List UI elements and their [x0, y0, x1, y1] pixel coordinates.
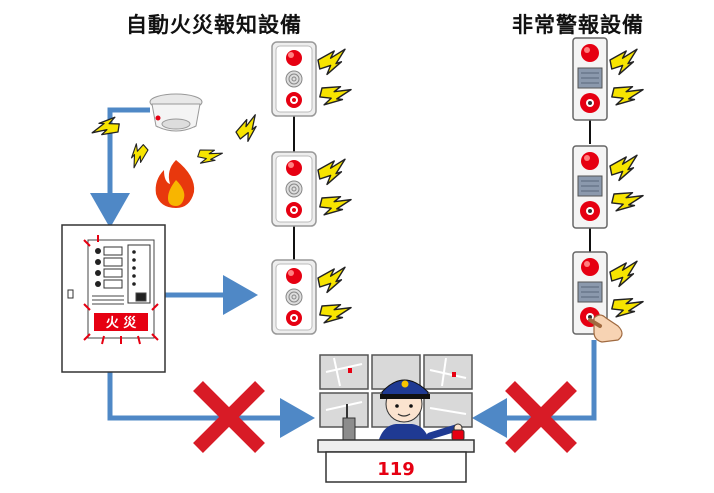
- fire-alarm-panel-icon: [61, 224, 166, 373]
- auto-fire-alarm-title: 自動火災報知設備: [126, 13, 302, 37]
- control-desk: [317, 439, 475, 483]
- lightning-icon: [315, 48, 352, 332]
- emergency-bell-icon: [572, 145, 608, 229]
- panel-to-control-arrow: [107, 372, 315, 438]
- alarm-bell-icon: [271, 259, 317, 335]
- fire-icon: [155, 160, 195, 208]
- detector-to-panel-arrow: [90, 107, 150, 228]
- lightning-icon: [607, 48, 644, 326]
- pointing-hand-icon: [588, 314, 623, 343]
- emergency-bell-icon: [572, 37, 608, 121]
- bell-wires: [293, 116, 591, 260]
- alarm-bell-icon: [271, 41, 317, 117]
- siren-icon: [451, 429, 465, 441]
- emergency-number: 119: [377, 459, 415, 480]
- alarm-bell-icon: [271, 151, 317, 227]
- smoke-detector-icon: [149, 93, 203, 132]
- emergency-to-control-arrow: [472, 340, 597, 438]
- emergency-alarm-title: 非常警報設備: [512, 13, 644, 37]
- connection-arrows: [90, 107, 597, 438]
- panel-fire-label: 火 災: [106, 316, 138, 331]
